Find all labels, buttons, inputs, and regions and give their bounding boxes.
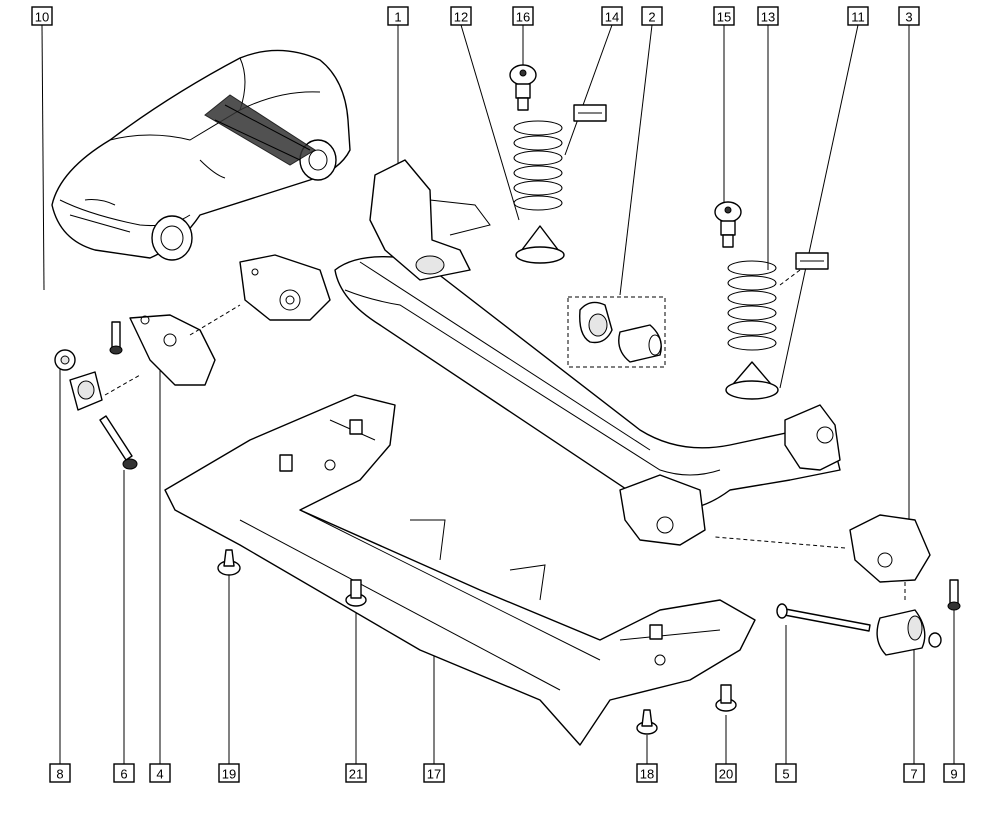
label-18-box: [636, 763, 658, 783]
label-9-box: [943, 763, 965, 783]
label-10: 10: [31, 6, 53, 26]
label-20-box: [715, 763, 737, 783]
label-9-text: 9: [950, 767, 957, 782]
label-15-text: 15: [717, 10, 731, 25]
right-spring-assembly: [714, 201, 829, 400]
label-21-box: [345, 763, 367, 783]
label-1-box: [387, 6, 409, 26]
label-2-box: [641, 6, 663, 26]
label-5-box: [775, 763, 797, 783]
label-20: 20: [715, 763, 737, 783]
label-3-box: [898, 6, 920, 26]
label-10-box: [31, 6, 53, 26]
label-4-box: [149, 763, 171, 783]
label-11-box: [847, 6, 869, 26]
bushing-detail-2: [567, 296, 666, 368]
label-13: 13: [757, 6, 779, 26]
label-17-text: 17: [427, 767, 441, 782]
right-bracket-group: [714, 514, 961, 656]
left-bracket-group: [54, 304, 241, 470]
label-18: 18: [636, 763, 658, 783]
label-11-text: 11: [851, 10, 865, 25]
label-14-box: [601, 6, 623, 26]
label-19-text: 19: [222, 767, 236, 782]
leader-line-2: [619, 24, 653, 296]
label-1-text: 1: [394, 10, 401, 25]
rear-axle-beam: [239, 159, 841, 546]
car-illustration: [51, 49, 351, 261]
label-6-box: [113, 763, 135, 783]
label-4: 4: [149, 763, 171, 783]
label-7-box: [903, 763, 925, 783]
label-19: 19: [218, 763, 240, 783]
label-6: 6: [113, 763, 135, 783]
label-13-text: 13: [761, 10, 775, 25]
leader-line-12: [460, 24, 520, 221]
label-17: 17: [423, 763, 445, 783]
label-16-box: [512, 6, 534, 26]
leader-line-10: [41, 24, 45, 291]
label-17-box: [423, 763, 445, 783]
label-21-text: 21: [349, 767, 363, 782]
label-13-box: [757, 6, 779, 26]
label-1: 1: [387, 6, 409, 26]
label-14: 14: [601, 6, 623, 26]
label-8-text: 8: [56, 767, 63, 782]
label-16: 16: [512, 6, 534, 26]
leader-line-14: [564, 24, 613, 156]
label-15: 15: [713, 6, 735, 26]
label-8-box: [49, 763, 71, 783]
label-3: 3: [898, 6, 920, 26]
label-2: 2: [641, 6, 663, 26]
label-9: 9: [943, 763, 965, 783]
fasteners: [217, 549, 737, 735]
label-14-text: 14: [605, 10, 619, 25]
label-12-box: [450, 6, 472, 26]
rear-subframe: [164, 394, 756, 746]
label-12: 12: [450, 6, 472, 26]
label-7-text: 7: [910, 767, 917, 782]
left-spring-assembly: [509, 64, 607, 264]
label-19-box: [218, 763, 240, 783]
part-number-labels: 10 1 12 16 14 2 15 13 11 3 8 6 4 19 21 17 18 20 5 7 9: [31, 6, 965, 783]
label-12-text: 12: [454, 10, 468, 25]
label-7: 7: [903, 763, 925, 783]
label-11: 11: [847, 6, 869, 26]
label-2-text: 2: [648, 10, 655, 25]
label-4-text: 4: [156, 767, 163, 782]
label-18-text: 18: [640, 767, 654, 782]
label-5-text: 5: [782, 767, 789, 782]
label-5: 5: [775, 763, 797, 783]
label-3-text: 3: [905, 10, 912, 25]
leader-line-11: [779, 24, 859, 389]
label-16-text: 16: [516, 10, 530, 25]
label-20-text: 20: [719, 767, 733, 782]
label-8: 8: [49, 763, 71, 783]
leader-lines: [41, 24, 955, 764]
label-6-text: 6: [120, 767, 127, 782]
label-10-text: 10: [35, 10, 49, 25]
label-15-box: [713, 6, 735, 26]
label-21: 21: [345, 763, 367, 783]
